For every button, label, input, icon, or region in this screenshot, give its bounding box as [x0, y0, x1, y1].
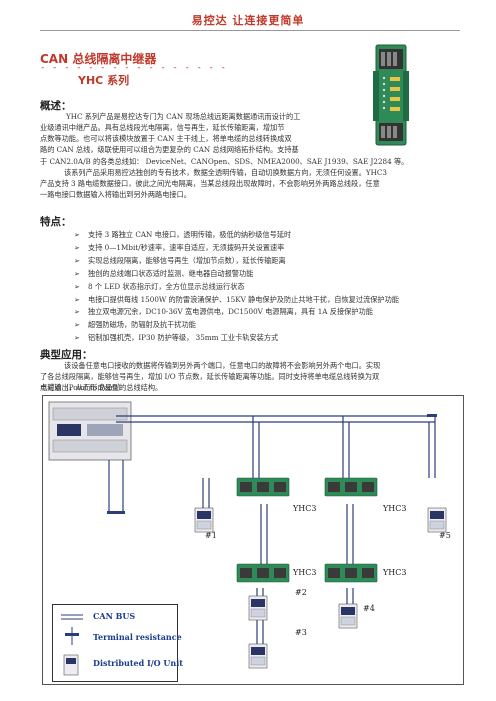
overview-para-1b: 业级通讯中继产品。具有总线段光电隔离，信号再生，延长传输距离，增加节 点数等功能…: [40, 123, 299, 155]
product-image: [373, 44, 409, 146]
label-node-1: #1: [205, 531, 217, 540]
overview-para-1: YHC 系列产品是易控达专门为 CAN 现场总线远距离数据通讯而设计的工: [66, 112, 301, 121]
yhc3-module: [324, 563, 378, 583]
feature-item: ➢支持 0—1Mbit/秒速率，速率自适应，无须拨码开关设置速率: [74, 242, 468, 255]
arrow-icon: ➢: [74, 269, 80, 278]
feature-item: ➢铝制加强机壳，IP30 防护等级， 35mm 工业卡轨安装方式: [74, 332, 468, 345]
label-yhc3-d: YHC3: [383, 568, 407, 577]
arrow-icon: ➢: [74, 282, 80, 291]
overview-para-2: 该系列产品采用易控达独创的专有技术，数据全透明传输，自动切换数据方向，无须任何设…: [40, 168, 387, 200]
label-yhc3-c: YHC3: [293, 568, 317, 577]
header-slogan: 易控达 让连接更简单: [191, 14, 305, 27]
diagram-legend: CAN BUS Terminal resistance Distributed …: [52, 604, 183, 682]
io-unit-1: [194, 507, 214, 533]
yhc3-module: [236, 477, 290, 497]
overview-heading: 概述：: [40, 100, 72, 112]
topology-svg: [48, 401, 447, 669]
label-node-2: #2: [295, 588, 307, 597]
doc-subtitle: YHC 系列: [78, 74, 130, 87]
features-list: ➢支持 3 路独立 CAN 电接口，透明传输，极低的纳秒级信号延时 ➢支持 0—…: [74, 229, 468, 345]
legend-symbols: [61, 614, 83, 676]
arrow-icon: ➢: [74, 334, 80, 343]
feature-item: ➢实现总线段隔离，能够信号再生（增加节点数），延长传输距离: [74, 255, 468, 268]
label-yhc3-b: YHC3: [383, 504, 407, 513]
feature-item: ➢8 个 LED 状态指示灯，全方位显示总线运行状态: [74, 281, 468, 294]
label-node-5: #5: [439, 531, 451, 540]
yhc3-module: [236, 563, 290, 583]
arrow-icon: ➢: [74, 321, 80, 330]
io-unit-4: [338, 603, 358, 629]
overview-para-1c: 于 CAN2.0A/B 的各类总线如： DeviceNet、CANOpen、SD…: [40, 157, 409, 166]
label-node-3: #3: [295, 628, 307, 637]
legend-terminal-resistance: Terminal resistance: [93, 632, 182, 642]
io-unit-5: [427, 507, 447, 533]
doc-title: CAN 总线隔离中继器: [40, 52, 157, 66]
topology-diagram: YHC3 YHC3 YHC3 YHC3 #1 #5 #2 #3 #4 CAN B…: [42, 395, 464, 685]
application-para: 该设备任意电口接收的数据将传输到另外两个端口，任意电口的故障将不会影响另外两个电…: [40, 361, 381, 393]
yhc3-module: [324, 477, 378, 497]
feature-item: ➢支持 3 路独立 CAN 电接口，透明传输，极低的纳秒级信号延时: [74, 229, 468, 242]
arrow-icon: ➢: [74, 295, 80, 304]
features-heading: 特点：: [40, 216, 72, 228]
can-bus-lines: [108, 415, 436, 644]
title-dashes: - - - - - - - - - - - - - - - -: [40, 63, 227, 73]
feature-item: ➢独创的总线端口状态适时监测、继电器自动报警功能: [74, 268, 468, 281]
label-node-4: #4: [363, 604, 375, 613]
feature-item: ➢独立双电源冗余，DC10-36V 宽电源供电，DC1500V 电源隔离，具有 …: [74, 306, 468, 319]
label-yhc3-a: YHC3: [293, 504, 317, 513]
io-unit-3: [248, 643, 268, 669]
arrow-icon: ➢: [74, 231, 80, 239]
feature-item: ➢超强防磁场，防辐射及抗干扰功能: [74, 319, 468, 332]
legend-can-bus: CAN BUS: [93, 611, 136, 621]
arrow-icon: ➢: [74, 308, 80, 317]
terminal-resistors: [107, 414, 437, 514]
legend-distributed-io: Distributed I/O Unit: [93, 658, 183, 668]
io-unit-2: [248, 595, 268, 621]
feature-item: ➢电接口提供每线 1500W 的防雷浪涌保护、15KV 静电保护及防止共地干扰，…: [74, 294, 468, 307]
arrow-icon: ➢: [74, 256, 80, 265]
header-rule: [40, 30, 460, 31]
application-heading: 典型应用：: [40, 349, 93, 361]
plc-unit: [48, 401, 132, 461]
arrow-icon: ➢: [74, 243, 80, 252]
diagram-caption: 点对点（Point to Point）: [40, 383, 126, 392]
